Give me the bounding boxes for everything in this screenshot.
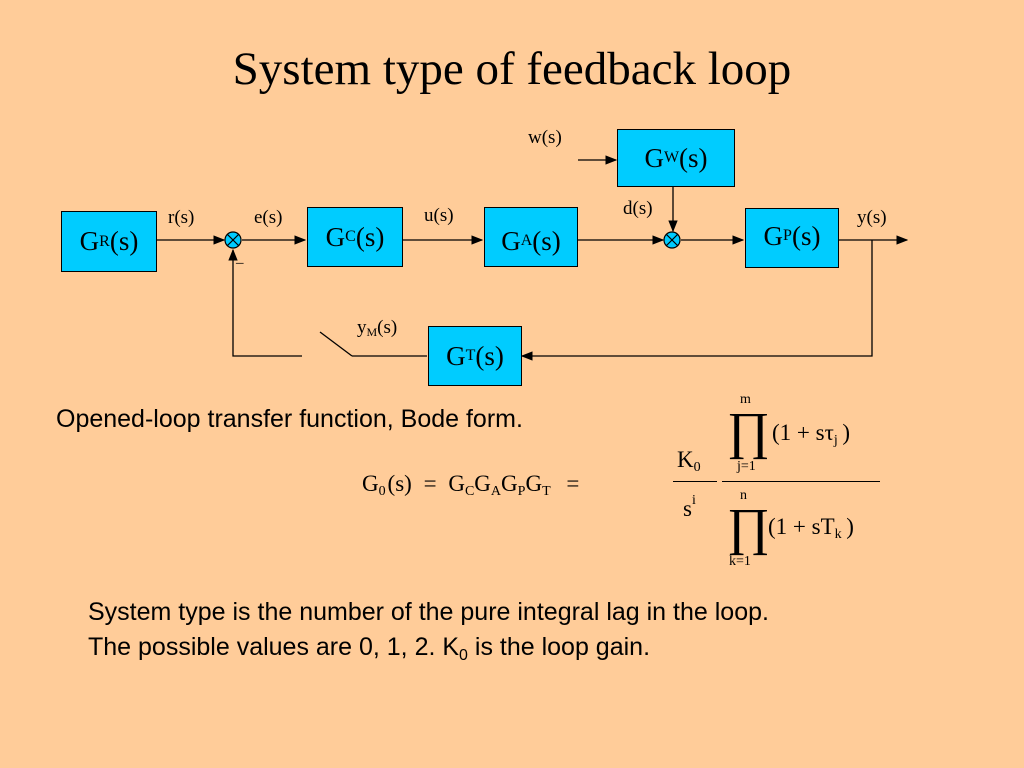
block-gt-arg: (s) [475,340,504,371]
signal-label-d: d(s) [623,198,653,219]
page-title: System type of feedback loop [232,43,792,95]
block-gc-arg: (s) [355,221,385,252]
signal-label-ym-sub: M [366,325,378,339]
summing-junction-2 [663,231,681,249]
fraction-si: si [683,494,696,521]
footer-line-2-post: is the loop gain. [467,632,651,661]
feedback-line-right [520,240,873,361]
switch-blade [319,331,353,357]
den-product-symbol: ∏ [727,499,770,556]
num-factor-sub: j [833,433,838,448]
k0-sub: 0 [693,460,701,475]
equation-lhs: G0 (s) = GCGAGPGT = [362,471,580,499]
gp-term-base: G [501,471,518,496]
ga-term-base: G [474,471,491,496]
signal-label-u: u(s) [424,205,454,226]
ga-term-sub: A [490,484,502,499]
block-gc-base: G [325,221,346,252]
block-gw-arg: (s) [679,142,708,173]
footer-line-1: System type is the number of the pure in… [88,598,769,626]
g0-base: G [362,471,379,496]
g0-sub: 0 [378,484,386,499]
den-factor-close: ) [846,514,854,539]
block-gw-base: G [644,142,664,173]
g0-arg: (s) [387,471,412,496]
summing-junction-1 [224,231,242,249]
equals-2: = [566,471,580,496]
block-gp-base: G [763,220,784,251]
gt-term-base: G [525,471,543,496]
equals-1: = [423,471,437,496]
fraction-bar-left [673,481,717,483]
block-gt-base: G [446,340,466,371]
footer-line-2: The possible values are 0, 1, 2. K0 is t… [88,630,769,665]
signal-label-ym: yM(s) [357,317,398,339]
signal-label-ym-base: y [357,317,367,338]
block-gr-arg: (s) [109,226,139,256]
k0-base: K [677,447,694,472]
signal-label-e: e(s) [254,207,283,228]
signal-label-y: y(s) [857,207,887,228]
num-factor: (1 + sτj ) [772,420,850,448]
gt-term-sub: T [542,484,551,499]
num-product-lower: j=1 [737,459,756,474]
num-product-upper: m [740,392,751,407]
den-product-lower: k=1 [729,554,751,569]
fraction-bar-right [722,481,880,483]
footer-line-2-pre: The possible values are 0, 1, 2. K [88,632,460,661]
block-gp-arg: (s) [791,220,821,251]
signal-label-r: r(s) [168,207,195,228]
signal-label-minus: – [236,255,244,271]
footer-line-2-sub: 0 [459,646,468,664]
footer-text: System type is the number of the pure in… [88,595,769,664]
gc-term-base: G [448,471,465,496]
gc-term-sub: C [464,484,475,499]
den-factor: (1 + sTk ) [768,514,854,542]
signal-label-ym-arg: (s) [377,317,398,338]
den-factor-sub: k [834,527,842,542]
block-ga-base: G [501,225,521,256]
feedback-line-left [228,248,302,357]
si-sup: i [691,493,696,508]
den-factor-term: (1 + sT [768,514,835,539]
fraction-k0: K0 [677,447,701,475]
gp-term-sub: P [517,484,526,499]
num-factor-term: (1 + sτ [772,420,834,445]
block-gr-base: G [79,226,100,256]
num-product-symbol: ∏ [727,403,770,460]
den-product-upper: n [740,488,747,503]
num-factor-close: ) [842,420,850,445]
si-base: s [683,496,692,521]
signal-label-w: w(s) [528,127,562,148]
block-ga-arg: (s) [532,225,561,256]
equation-heading: Opened-loop transfer function, Bode form… [56,405,523,433]
